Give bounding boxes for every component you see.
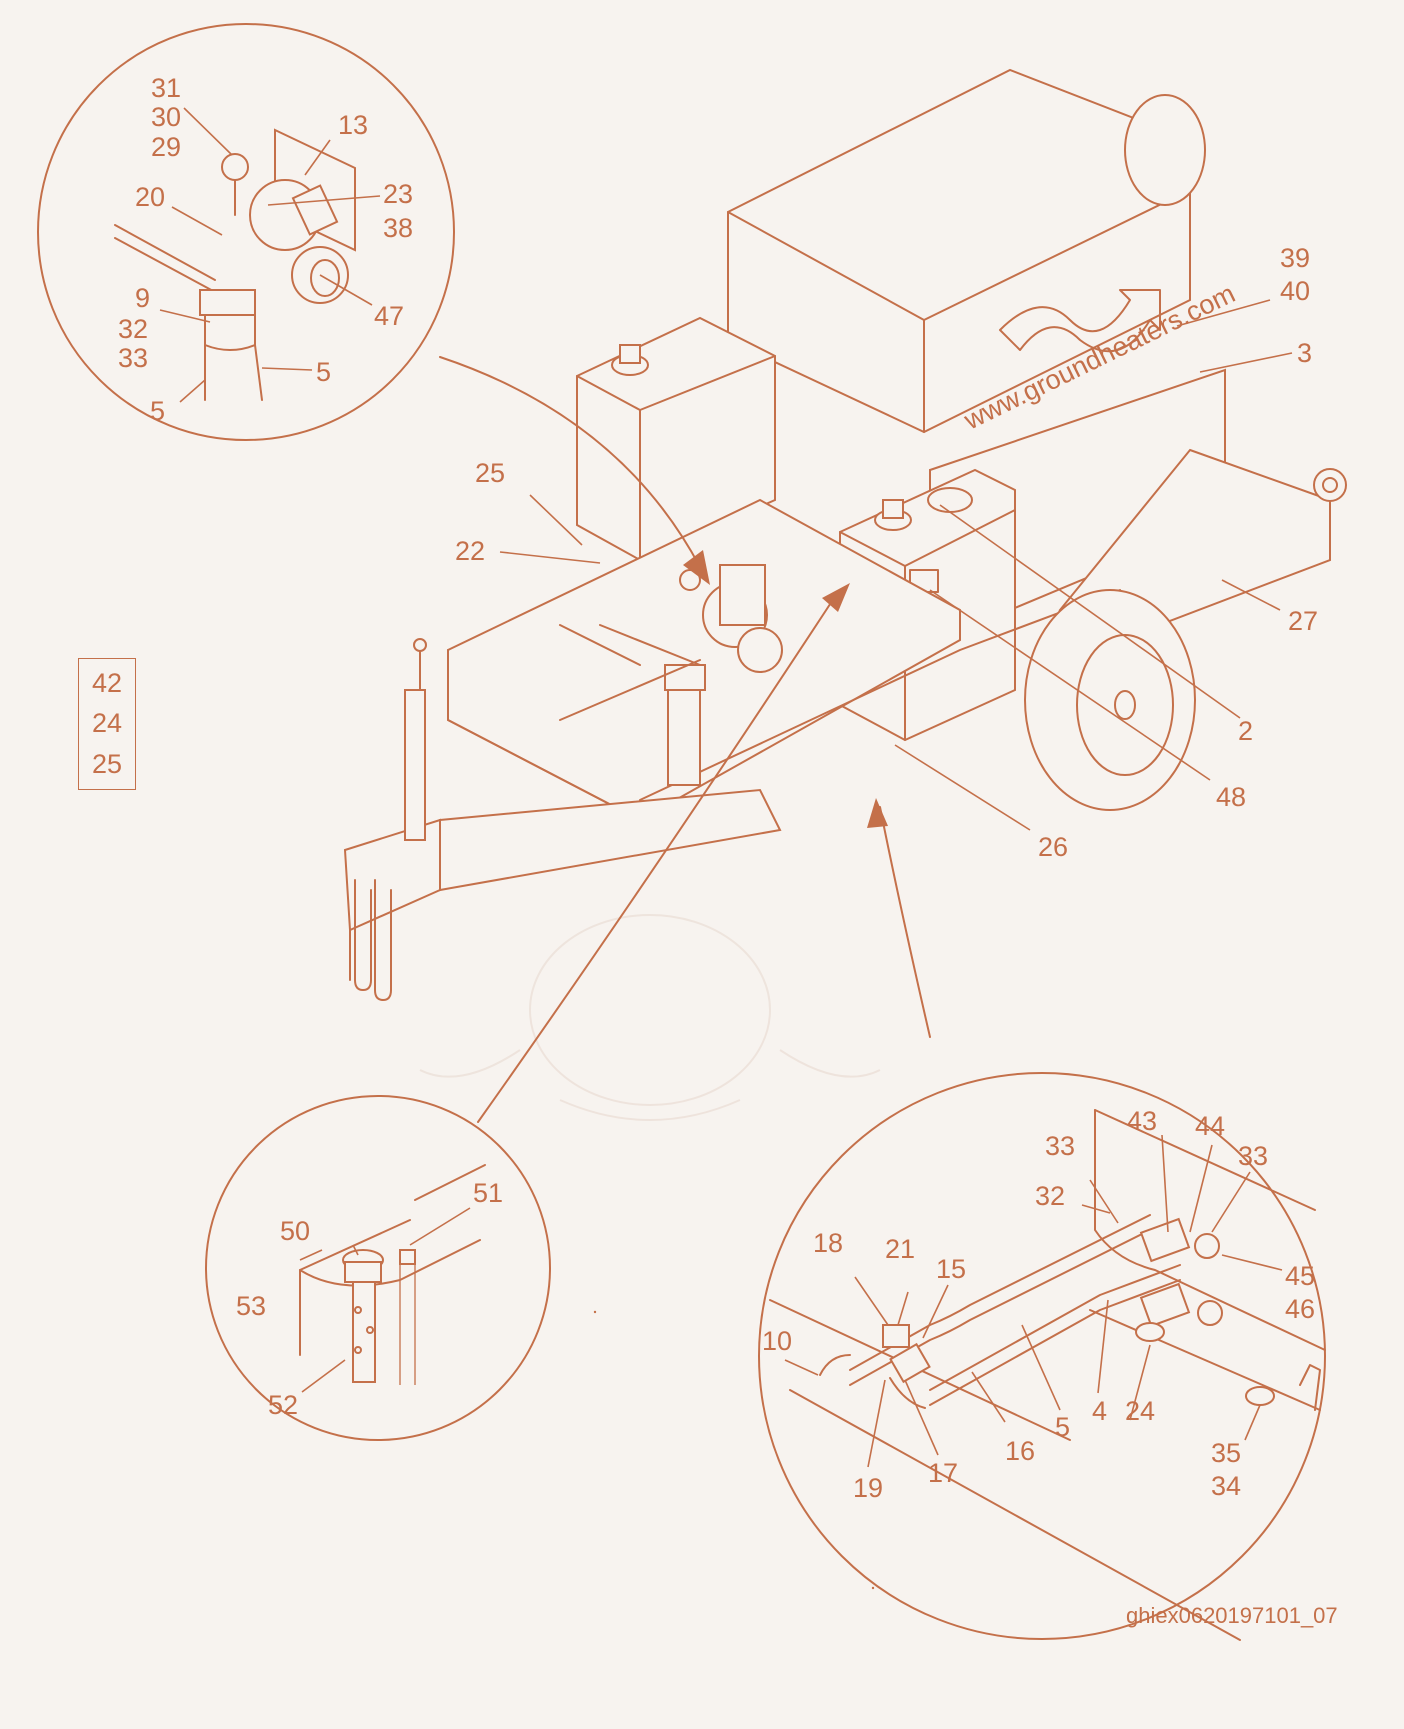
callout: 34: [1211, 1471, 1241, 1501]
callout: 10: [762, 1326, 792, 1356]
callout: 20: [135, 182, 165, 212]
callout: 40: [1280, 276, 1310, 306]
callout: 33: [1045, 1131, 1075, 1161]
callout: 5: [150, 396, 165, 426]
reference-part-number: 25: [91, 749, 123, 780]
callout: 17: [928, 1458, 958, 1488]
callout: 44: [1195, 1111, 1225, 1141]
callout: 29: [151, 132, 181, 162]
callout: 47: [374, 301, 404, 331]
callout: 22: [455, 536, 485, 566]
callout: 46: [1285, 1294, 1315, 1324]
callout: 52: [268, 1390, 298, 1420]
callout-labels-burner-detail: 31 30 29 13 20 23 38 9 32 33 47 5 5: [118, 73, 413, 426]
callout-labels-fuel-detail: 43 44 33 33 32 18 21 15 45 46 10 4 5 24 …: [762, 1106, 1315, 1503]
callout: 5: [316, 357, 331, 387]
reference-part-number: 24: [91, 708, 123, 739]
callout: 53: [236, 1291, 266, 1321]
callout: 5: [1055, 1412, 1070, 1442]
callout: 15: [936, 1254, 966, 1284]
callout: 51: [473, 1178, 503, 1208]
callout: 19: [853, 1473, 883, 1503]
heater-trailer-assembly: www.groundheaters.com: [343, 68, 1347, 1001]
callout: 33: [1238, 1141, 1268, 1171]
callout: 3: [1297, 338, 1312, 368]
callout: 4: [1092, 1396, 1107, 1426]
callout: 39: [1280, 243, 1310, 273]
callout: 26: [1038, 832, 1068, 862]
callout: 9: [135, 283, 150, 313]
callout: 48: [1216, 782, 1246, 812]
callout: 32: [1035, 1181, 1065, 1211]
callout: 24: [1125, 1396, 1155, 1426]
callout: 38: [383, 213, 413, 243]
callout: 18: [813, 1228, 843, 1258]
callout: 23: [383, 179, 413, 209]
leader-lines: [159, 107, 1293, 1468]
callout: 43: [1127, 1106, 1157, 1136]
detail-circle-fuel-lines: [758, 1072, 1326, 1641]
callout: 33: [118, 343, 148, 373]
callout: 31: [151, 73, 181, 103]
detail-arrows: [439, 356, 931, 1123]
callout: 21: [885, 1234, 915, 1264]
reference-parts-box: 42 24 25: [78, 658, 136, 790]
callout: 16: [1005, 1436, 1035, 1466]
callout: 13: [338, 110, 368, 140]
reference-part-number: 42: [91, 667, 123, 698]
detail-circle-tank-cap: [205, 1095, 551, 1441]
callout: 27: [1288, 606, 1318, 636]
callout: 25: [475, 458, 505, 488]
drawing-id: ghiex0620197101_07: [1126, 1603, 1338, 1628]
callout: 35: [1211, 1438, 1241, 1468]
callout: 32: [118, 314, 148, 344]
callout-labels-main: 39 40 3 25 22 27 2 48 26: [455, 243, 1318, 862]
callout: 50: [280, 1216, 310, 1246]
callout-labels-cap-detail: 50 51 53 52: [236, 1178, 503, 1420]
callout: 45: [1285, 1261, 1315, 1291]
callout: 30: [151, 102, 181, 132]
callout: 2: [1238, 716, 1253, 746]
